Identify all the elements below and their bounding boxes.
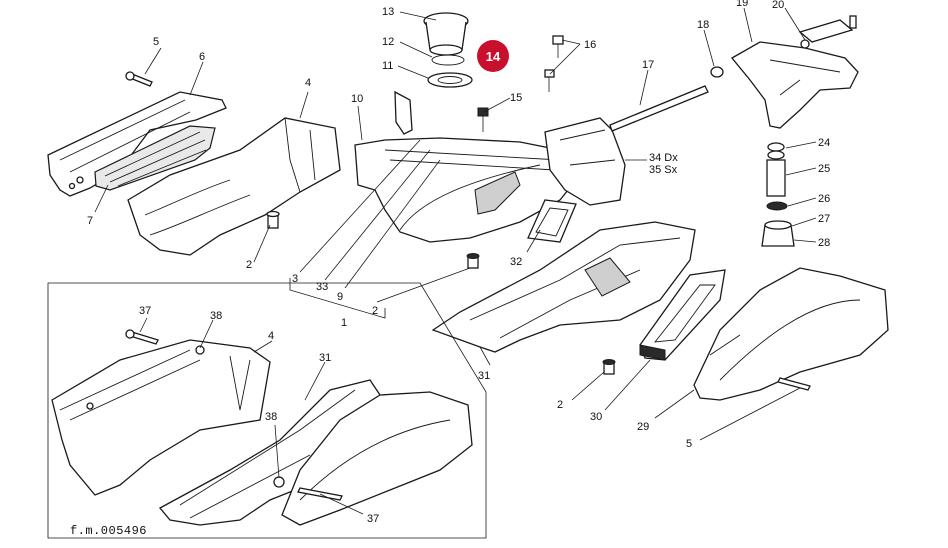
inset-grommet-38 <box>273 476 285 488</box>
callout-37-inset: 37 <box>139 305 151 317</box>
callout-6: 6 <box>199 51 205 63</box>
lower-duct-31 <box>431 221 696 353</box>
callout-31-inset: 31 <box>319 352 331 364</box>
callout-24: 24 <box>818 137 830 149</box>
air-duct-upper <box>127 117 341 256</box>
callout-10: 10 <box>351 93 363 105</box>
callout-2-right: 2 <box>557 399 563 411</box>
bolt-5-right <box>777 377 811 391</box>
fairing-cover-29 <box>693 267 889 401</box>
callout-35-sx: 35 Sx <box>649 164 678 176</box>
callout-26: 26 <box>818 193 830 205</box>
grommet-2-right <box>602 359 616 375</box>
vent-grille-32 <box>527 199 577 243</box>
callout-3: 3 <box>292 273 298 285</box>
inset-fairing-cover <box>281 391 473 526</box>
inset-air-duct <box>51 339 271 496</box>
vent-grille-30 <box>639 269 726 361</box>
callout-5: 5 <box>153 36 159 48</box>
bolt-5 <box>125 71 153 87</box>
callout-18: 18 <box>697 19 709 31</box>
callout-29: 29 <box>637 421 649 433</box>
grommet-2-left <box>266 210 280 229</box>
callout-12: 12 <box>382 36 394 48</box>
filler-cap-13 <box>423 12 469 56</box>
detail-inset-box <box>47 282 487 539</box>
callout-38-inset-lower: 38 <box>265 411 277 423</box>
seal-ring-12 <box>431 54 465 66</box>
callout-4-inset: 4 <box>268 330 274 342</box>
highlight-circle <box>477 40 509 72</box>
flange-ring-11 <box>427 72 473 88</box>
callout-4: 4 <box>305 77 311 89</box>
spacer-stack-24-28 <box>761 142 795 247</box>
callout-16: 16 <box>584 39 596 51</box>
callout-27: 27 <box>818 213 830 225</box>
grommet-2-center <box>466 253 480 269</box>
screw-15 <box>477 107 489 132</box>
leader-lines <box>94 7 817 515</box>
callout-11: 11 <box>382 60 393 72</box>
inset-bolt-37 <box>125 329 159 345</box>
callout-34-dx: 34 Dx <box>649 152 678 164</box>
figure-reference: f.m.005496 <box>70 524 147 538</box>
callout-1: 1 <box>341 317 347 329</box>
callout-20: 20 <box>772 0 784 11</box>
rod-17 <box>609 66 724 132</box>
callout-13: 13 <box>382 6 394 18</box>
callout-5-right: 5 <box>686 438 692 450</box>
side-duct-left <box>47 91 227 197</box>
support-arm-19 <box>731 15 859 129</box>
highlight-marker-14[interactable]: 14 <box>477 40 509 72</box>
callout-25: 25 <box>818 163 830 175</box>
callout-28: 28 <box>818 237 830 249</box>
callout-32: 32 <box>510 256 522 268</box>
callout-37-inset-lower: 37 <box>367 513 379 525</box>
callout-31: 31 <box>478 370 490 382</box>
tank-cover-body <box>354 90 581 243</box>
callout-2-center: 2 <box>372 305 378 317</box>
callout-15: 15 <box>510 92 522 104</box>
callout-9: 9 <box>337 291 343 303</box>
side-bracket-34-35 <box>544 117 626 206</box>
callout-7: 7 <box>87 215 93 227</box>
callout-38-inset: 38 <box>210 310 222 322</box>
highlight-label: 14 <box>486 49 501 64</box>
callout-33: 33 <box>316 281 328 293</box>
callout-2-left: 2 <box>246 259 252 271</box>
callout-labels: 5 6 7 4 2 10 13 12 11 15 16 17 18 19 20 … <box>87 0 830 525</box>
callout-19: 19 <box>736 0 748 9</box>
callout-30: 30 <box>590 411 602 423</box>
callout-17: 17 <box>642 59 654 71</box>
